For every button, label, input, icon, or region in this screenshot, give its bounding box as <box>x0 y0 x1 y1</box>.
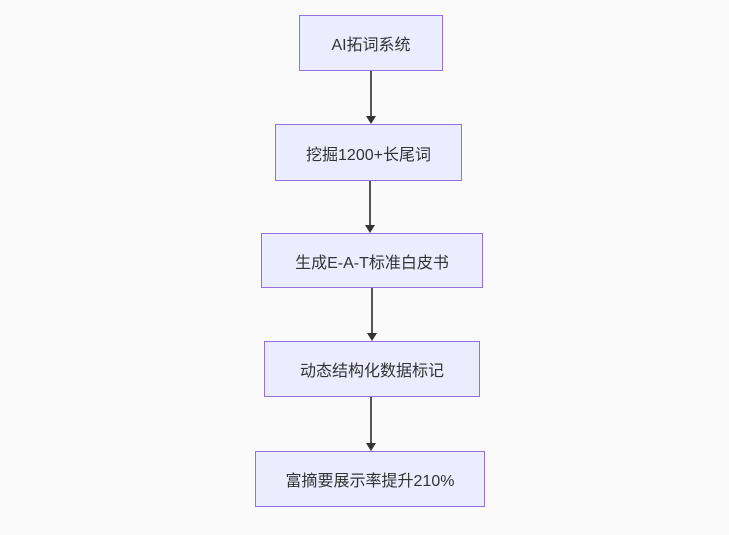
node-label: 生成E-A-T标准白皮书 <box>295 254 449 272</box>
flowchart-node-ai-word-expansion-system: AI拓词系统 <box>299 15 443 71</box>
arrow-head-icon <box>366 443 376 451</box>
arrow-head-icon <box>366 116 376 124</box>
flow-arrow-2 <box>364 181 376 233</box>
flow-arrow-4 <box>365 397 377 451</box>
arrow-head-icon <box>365 225 375 233</box>
flowchart-node-structured-data-markup: 动态结构化数据标记 <box>264 341 480 397</box>
arrow-line <box>370 71 372 116</box>
node-label: 动态结构化数据标记 <box>299 363 444 380</box>
node-label: 挖掘1200+长尾词 <box>306 146 431 164</box>
flowchart-node-longtail-keywords: 挖掘1200+长尾词 <box>275 124 462 181</box>
flowchart-node-eat-whitepaper: 生成E-A-T标准白皮书 <box>261 233 483 288</box>
flow-arrow-3 <box>366 288 378 341</box>
arrow-line <box>369 181 371 225</box>
flow-arrow-1 <box>365 71 377 124</box>
node-label: 富摘要展示率提升210% <box>285 473 455 490</box>
arrow-line <box>370 397 372 443</box>
arrow-line <box>371 288 373 333</box>
flowchart-node-rich-snippet-rate: 富摘要展示率提升210% <box>255 451 485 507</box>
arrow-head-icon <box>367 333 377 341</box>
node-label: AI拓词系统 <box>331 37 411 54</box>
